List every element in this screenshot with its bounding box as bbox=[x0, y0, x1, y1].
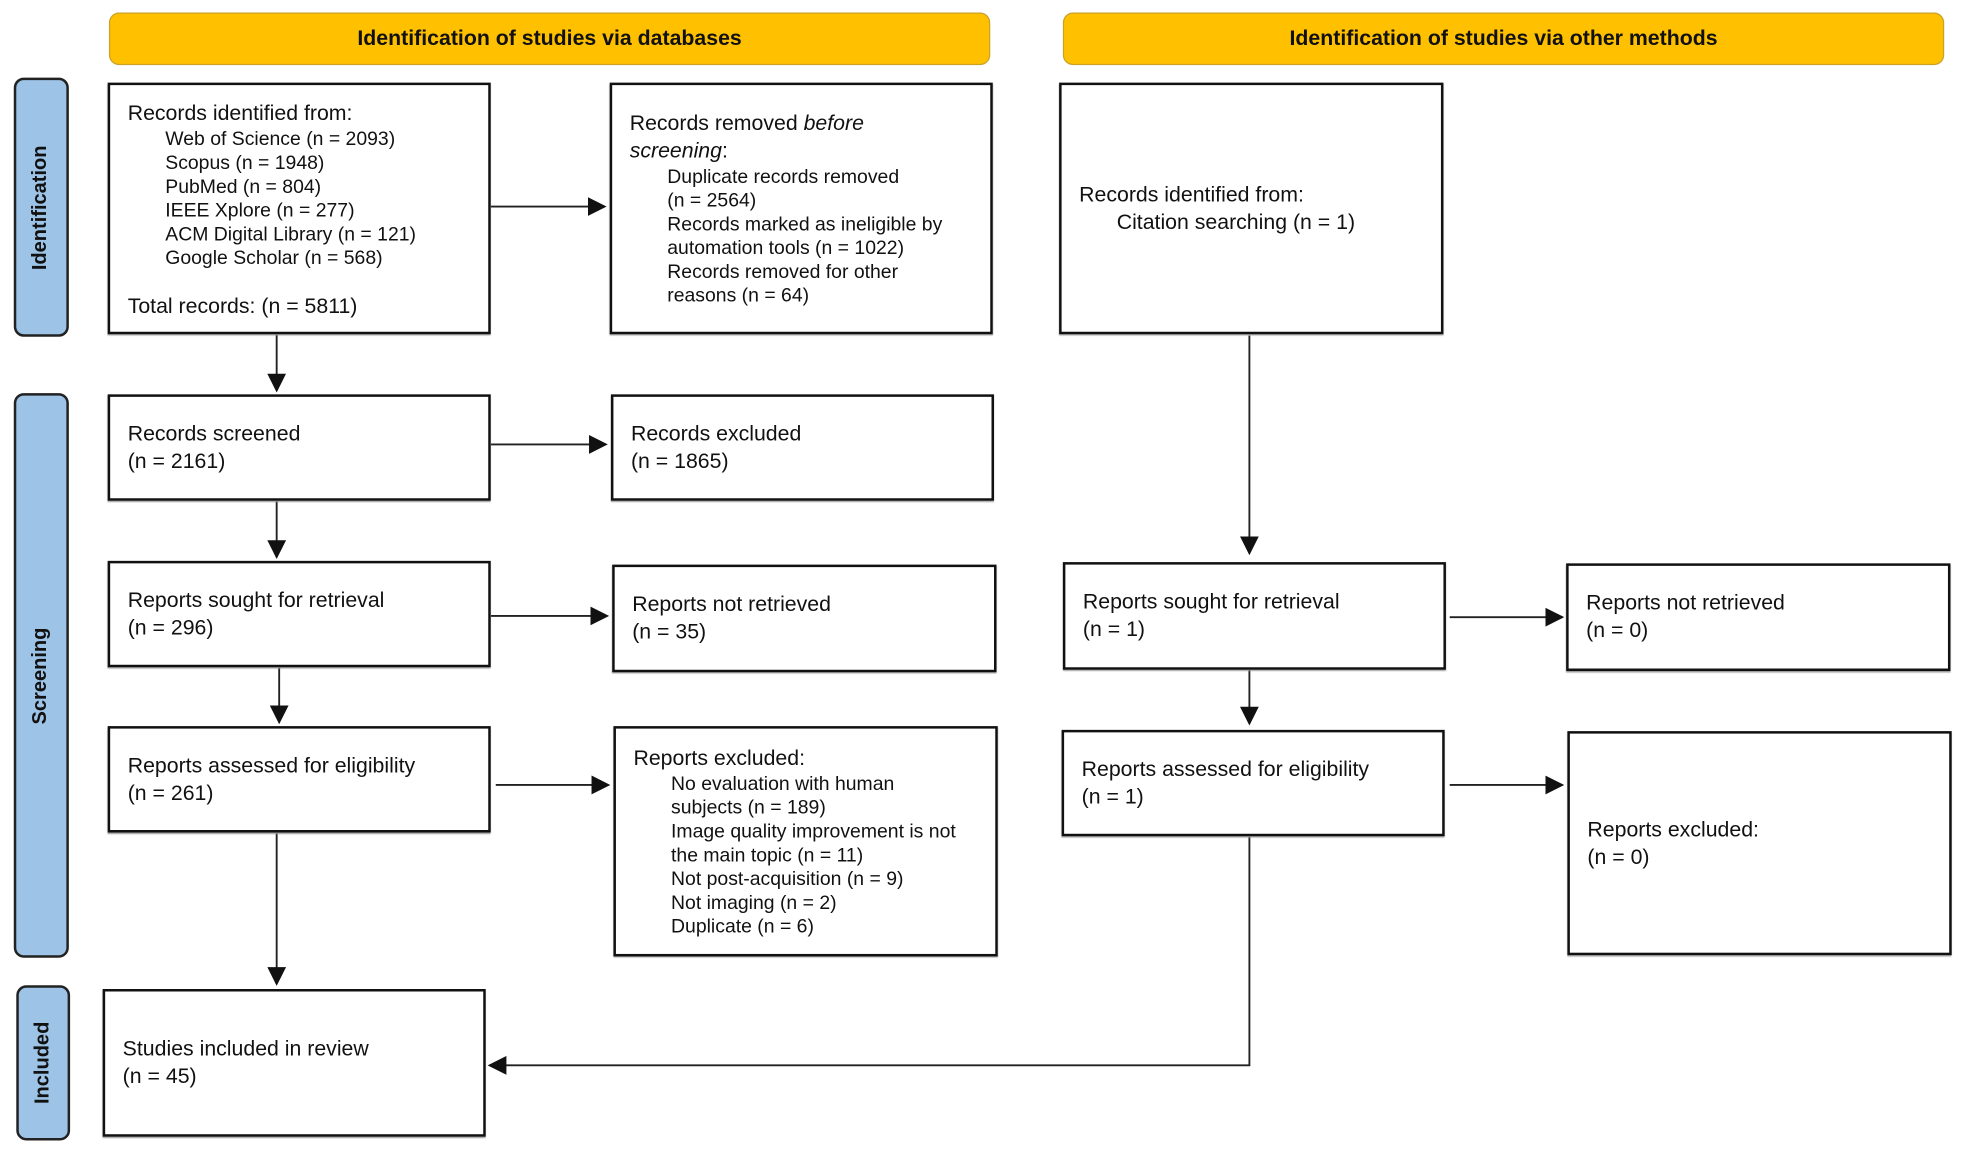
removed-item: (n = 2564) bbox=[667, 189, 757, 211]
header-databases: Identification of studies via databases bbox=[108, 12, 991, 66]
box-reports-excluded: Reports excluded: No evaluation with hum… bbox=[613, 726, 998, 957]
box-reports-assessed: Reports assessed for eligibility (n = 26… bbox=[107, 726, 491, 833]
box-count: (n = 1865) bbox=[630, 448, 729, 473]
removed-item: automation tools (n = 1022) bbox=[667, 237, 905, 259]
stage-label: Included bbox=[31, 1021, 54, 1105]
box-title: Reports sought for retrieval bbox=[127, 587, 385, 612]
box-count: (n = 1) bbox=[1082, 617, 1145, 641]
box-title-cont: screening: bbox=[630, 137, 973, 165]
stage-label: Identification bbox=[30, 144, 52, 270]
removed-item: Duplicate records removed bbox=[667, 165, 900, 188]
box-other-reports-not-retrieved: Reports not retrieved (n = 0) bbox=[1566, 563, 1951, 672]
source-item: Citation searching (n = 1) bbox=[1116, 209, 1356, 234]
box-count: (n = 296) bbox=[127, 615, 214, 640]
box-other-reports-excluded: Reports excluded: (n = 0) bbox=[1567, 731, 1952, 956]
box-count: (n = 0) bbox=[1587, 844, 1650, 869]
source-item: ACM Digital Library (n = 121) bbox=[165, 224, 417, 246]
box-other-records-identified: Records identified from: Citation search… bbox=[1059, 82, 1444, 335]
exclusion-item: No evaluation with human bbox=[671, 773, 895, 795]
box-reports-sought: Reports sought for retrieval (n = 296) bbox=[107, 560, 491, 668]
box-title: Reports assessed for eligibility bbox=[127, 753, 416, 777]
stage-screening: Screening bbox=[13, 393, 69, 958]
total-records: Total records: (n = 5811) bbox=[127, 294, 358, 318]
stage-label: Screening bbox=[30, 626, 52, 724]
removed-item: Records marked as ineligible by bbox=[667, 213, 943, 235]
title-text: Records removed bbox=[629, 110, 804, 135]
title-italic: before bbox=[803, 110, 864, 135]
title-italic: screening bbox=[629, 138, 722, 163]
box-title: Reports not retrieved bbox=[632, 592, 831, 616]
source-item: Web of Science (n = 2093) bbox=[165, 128, 396, 151]
exclusion-item: Not imaging (n = 2) bbox=[671, 891, 837, 914]
box-count: (n = 1) bbox=[1081, 784, 1144, 809]
box-title: Reports excluded: bbox=[633, 745, 806, 770]
box-count: (n = 0) bbox=[1586, 618, 1649, 643]
box-count: (n = 35) bbox=[632, 619, 707, 644]
exclusion-item: Not post-acquisition (n = 9) bbox=[671, 868, 904, 890]
stage-included: Included bbox=[16, 985, 71, 1141]
source-item: Scopus (n = 1948) bbox=[165, 152, 325, 175]
box-records-removed: Records removed before screening: Duplic… bbox=[609, 82, 993, 335]
exclusion-item: Duplicate (n = 6) bbox=[671, 915, 814, 938]
exclusion-item: Image quality improvement is not bbox=[671, 820, 956, 842]
box-count: (n = 2161) bbox=[127, 448, 226, 473]
source-item: Google Scholar (n = 568) bbox=[165, 247, 383, 270]
box-reports-not-retrieved: Reports not retrieved (n = 35) bbox=[612, 564, 997, 673]
removed-item: reasons (n = 64) bbox=[667, 284, 810, 307]
exclusion-item: subjects (n = 189) bbox=[671, 796, 826, 819]
box-count: (n = 45) bbox=[122, 1064, 197, 1088]
box-title: Records identified from: bbox=[127, 101, 353, 126]
box-other-reports-assessed: Reports assessed for eligibility (n = 1) bbox=[1061, 729, 1445, 837]
box-other-reports-sought: Reports sought for retrieval (n = 1) bbox=[1062, 562, 1446, 670]
stage-identification: Identification bbox=[13, 77, 69, 337]
box-title: Reports not retrieved bbox=[1586, 590, 1785, 615]
header-other-methods: Identification of studies via other meth… bbox=[1062, 12, 1945, 66]
box-records-excluded: Records excluded (n = 1865) bbox=[610, 394, 995, 501]
exclusion-item: the main topic (n = 11) bbox=[671, 844, 864, 866]
box-title: Records screened bbox=[127, 421, 301, 446]
source-item: IEEE Xplore (n = 277) bbox=[165, 200, 355, 222]
box-studies-included: Studies included in review (n = 45) bbox=[102, 989, 486, 1137]
box-title: Reports excluded: bbox=[1587, 816, 1759, 841]
source-item: PubMed (n = 804) bbox=[165, 176, 322, 198]
title-text: : bbox=[721, 138, 728, 163]
box-title: Records removed before bbox=[630, 110, 973, 138]
removed-item: Records removed for other bbox=[667, 261, 899, 283]
box-count: (n = 261) bbox=[127, 780, 214, 805]
box-title: Studies included in review bbox=[122, 1036, 369, 1061]
box-title: Records identified from: bbox=[1079, 182, 1304, 206]
arrow-other-assessed-to-included bbox=[487, 836, 1251, 1075]
box-title: Reports assessed for eligibility bbox=[1081, 756, 1370, 781]
box-title: Records excluded bbox=[630, 421, 802, 446]
box-title: Reports sought for retrieval bbox=[1082, 589, 1340, 614]
box-records-screened: Records screened (n = 2161) bbox=[107, 394, 491, 501]
box-records-identified: Records identified from: Web of Science … bbox=[107, 82, 491, 335]
